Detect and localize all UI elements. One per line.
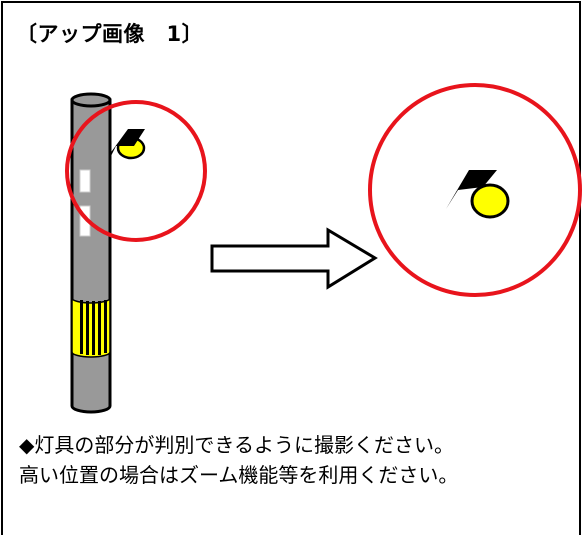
section-title: 〔アップ画像 1〕 — [16, 22, 204, 46]
utility-pole — [70, 92, 112, 414]
pole-stripe-band — [71, 297, 111, 358]
highlight-circle-large — [368, 83, 582, 297]
lamp-icon-enlarged — [446, 170, 510, 219]
caption-line-2: 高い位置の場合はズーム機能等を利用ください。 — [19, 463, 459, 487]
highlight-circle-small — [65, 100, 207, 242]
caption-line-1: ◆灯具の部分が判別できるように撮影ください。 — [19, 433, 454, 457]
pole-plate — [79, 169, 91, 193]
lamp-icon — [109, 129, 146, 160]
right-arrow-icon — [210, 227, 378, 290]
